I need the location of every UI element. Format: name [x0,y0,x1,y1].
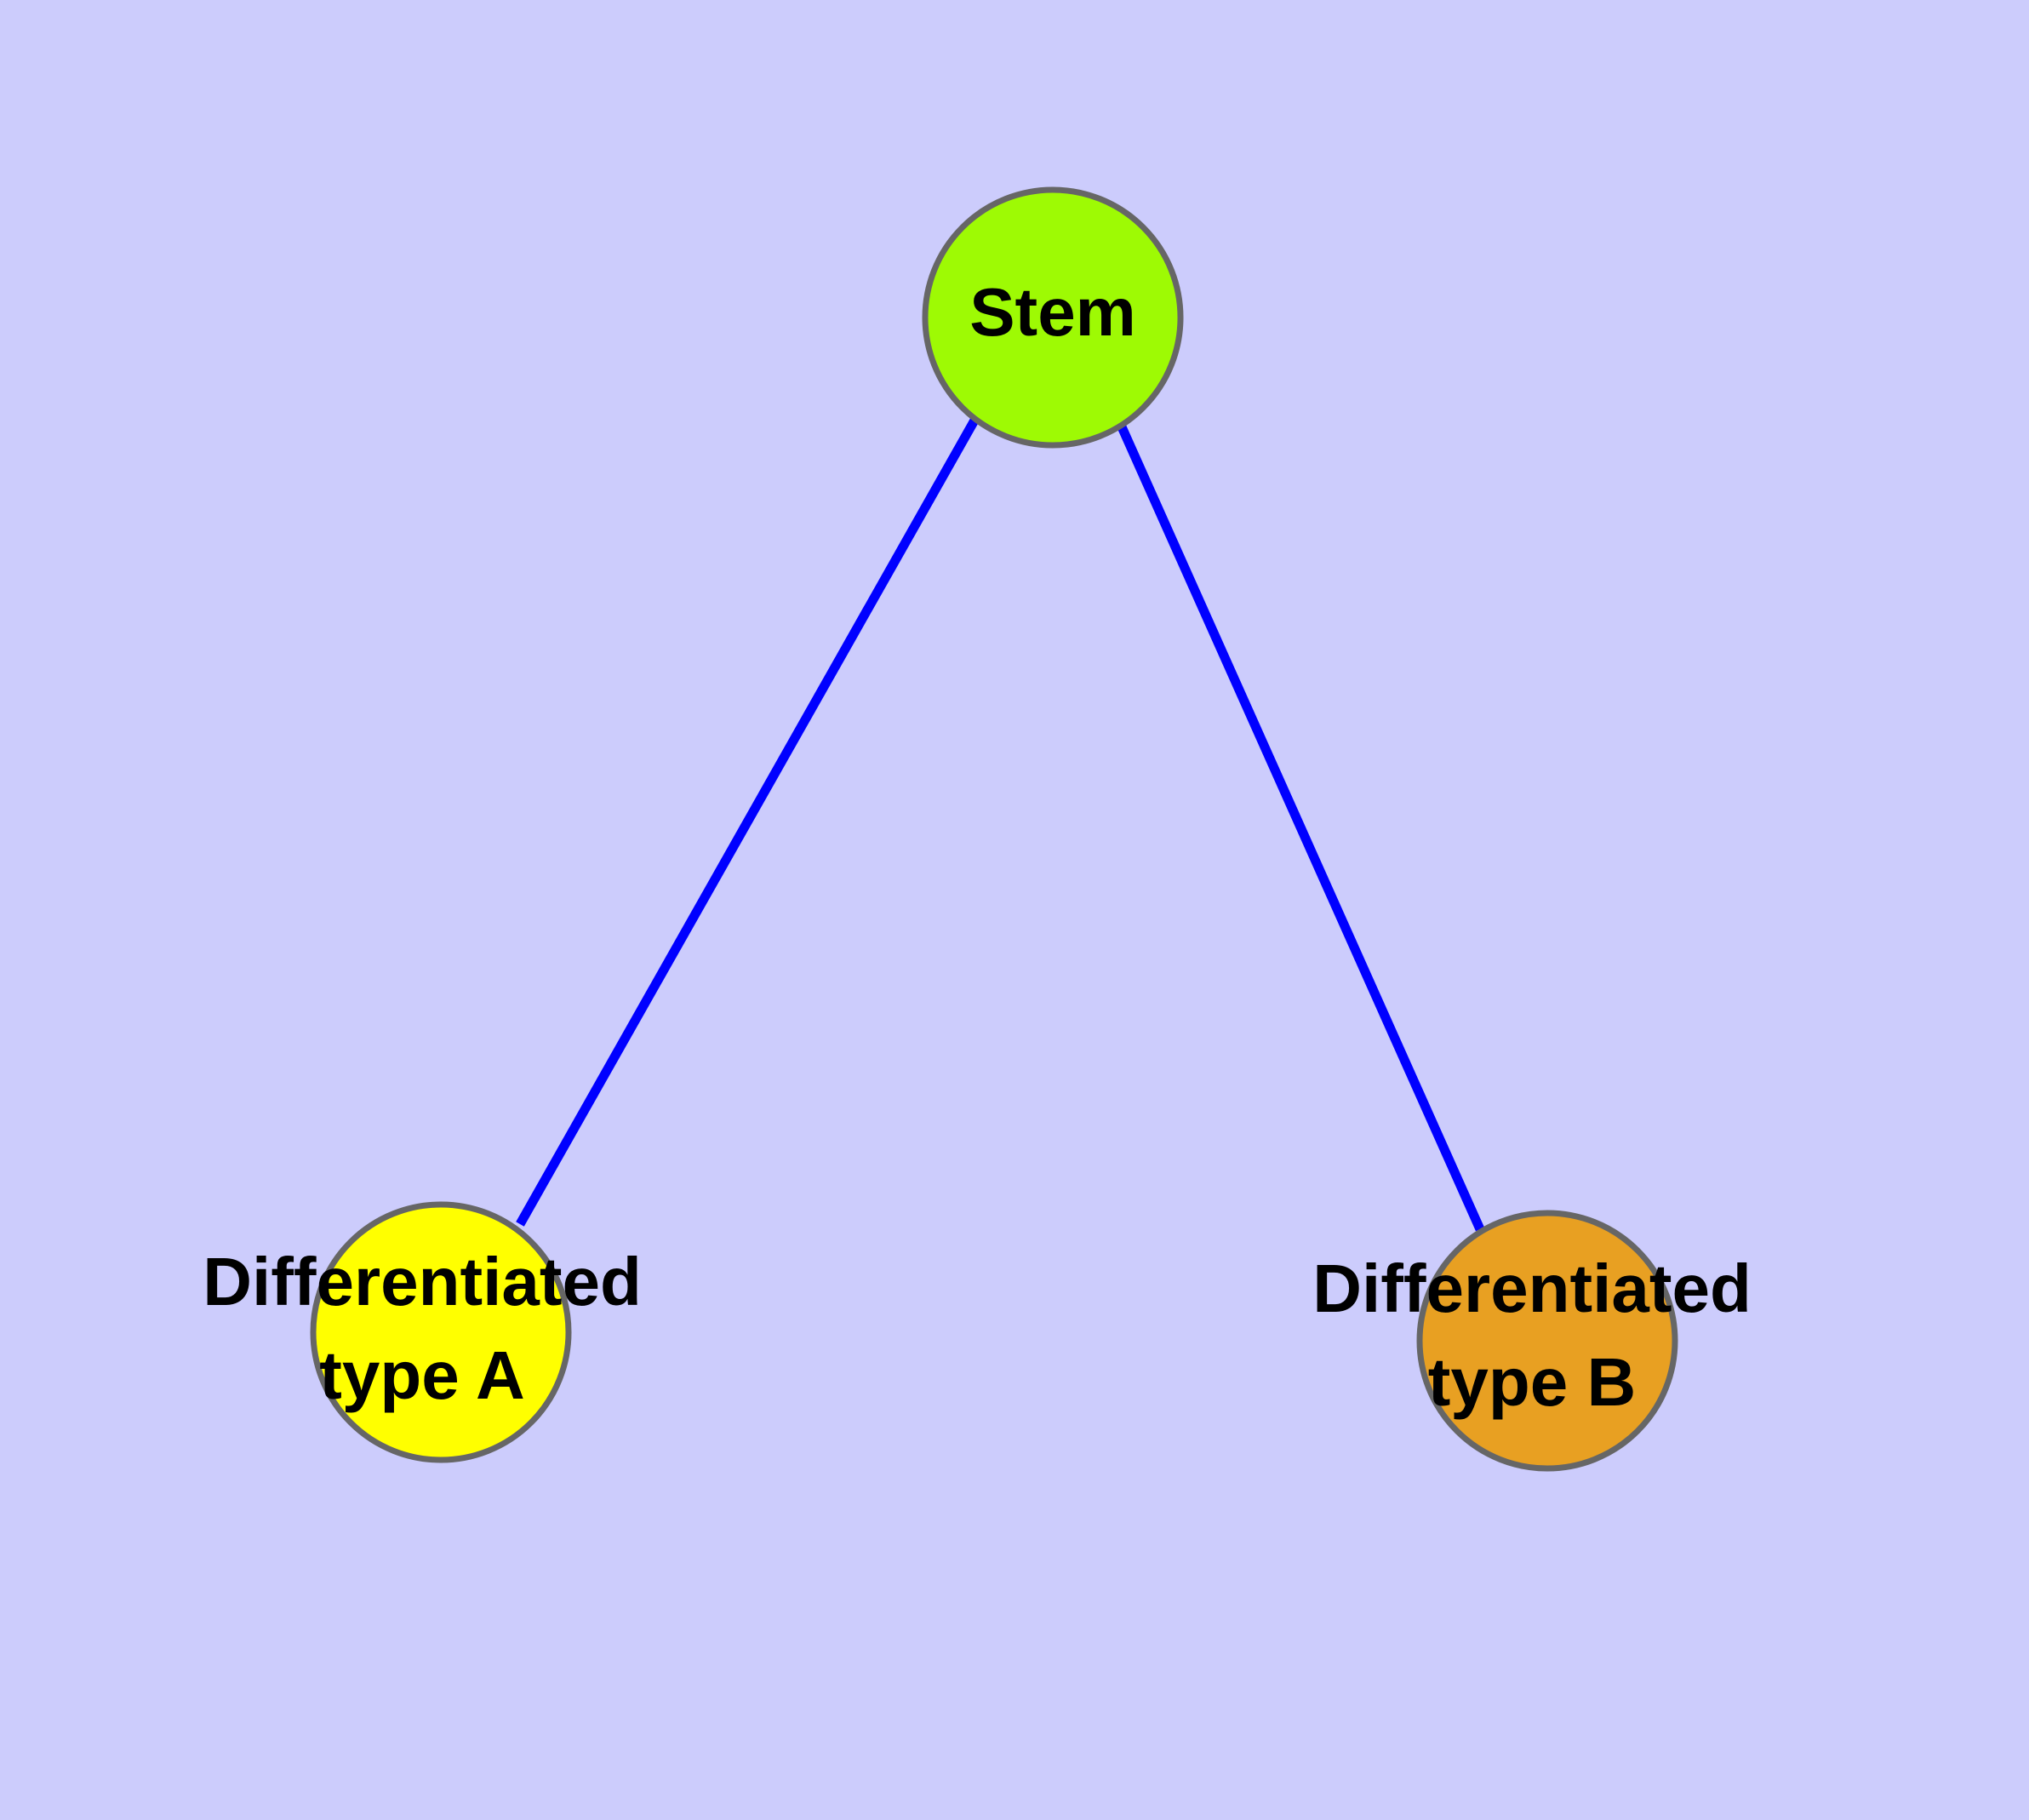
node-differentiated-type-a[interactable] [310,1201,572,1463]
labels-layer: Stem Differentiated type A Differentiate… [203,274,1752,1420]
edge-stem-to-diff-b[interactable] [1115,421,1485,1232]
node-label-differentiated-type-b-line1: Differentiated [1312,1251,1752,1326]
node-label-stem: Stem [969,274,1136,350]
node-label-differentiated-type-a-line2: type A [319,1337,525,1413]
node-stem[interactable] [922,186,1184,449]
node-label-differentiated-type-a-line1: Differentiated [203,1244,642,1319]
node-differentiated-type-b[interactable] [1416,1210,1678,1472]
edge-stem-to-diff-a[interactable] [516,416,980,1227]
edges-layer [516,416,1485,1232]
nodes-layer [310,186,1678,1472]
node-label-differentiated-type-b-line2: type B [1428,1344,1637,1420]
